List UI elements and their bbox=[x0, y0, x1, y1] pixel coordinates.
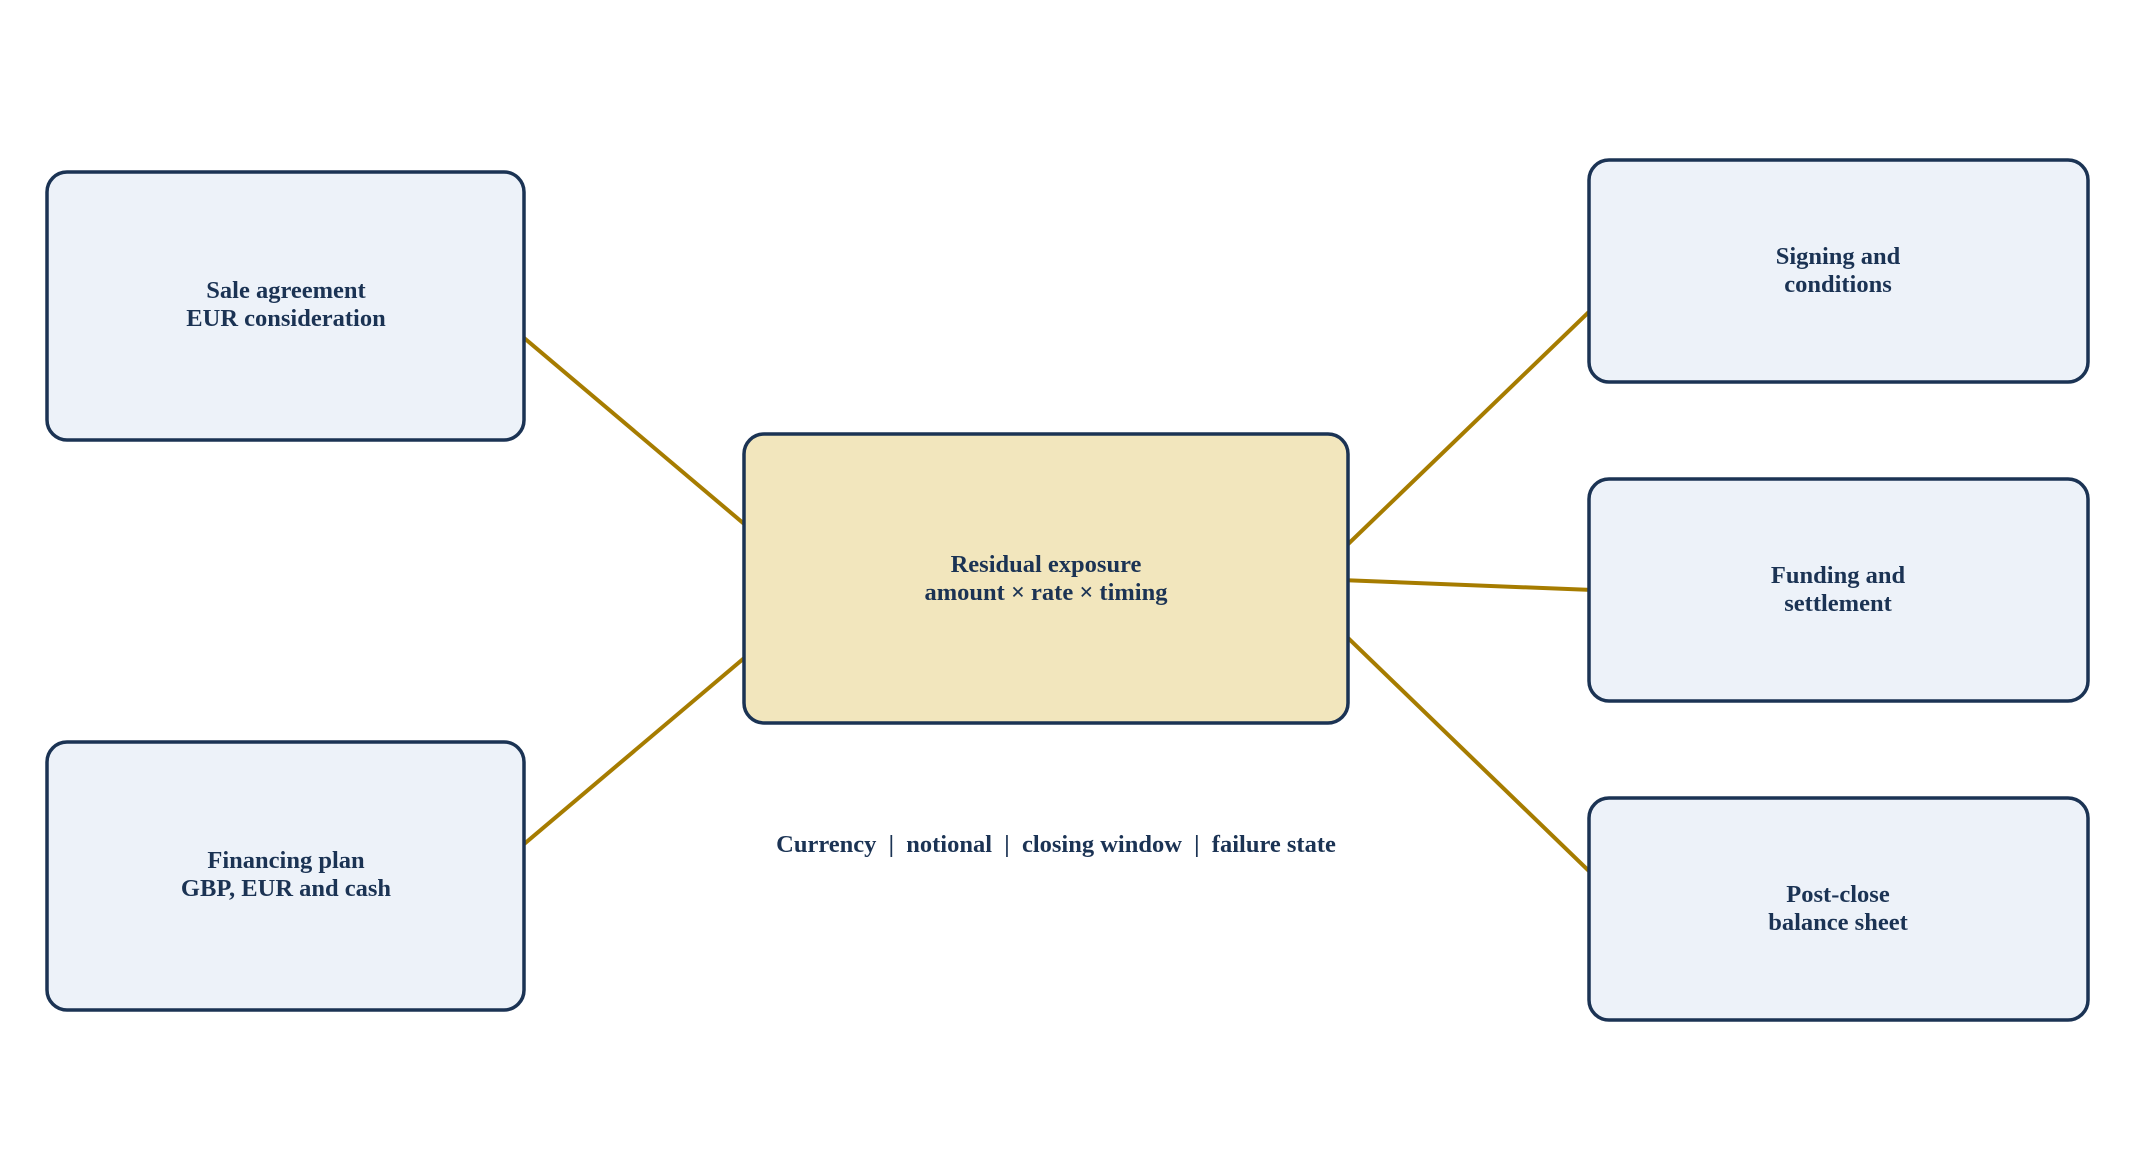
sale-agreement-title: Sale agreement bbox=[206, 277, 366, 304]
post-close-line1: Post-close bbox=[1786, 881, 1890, 908]
signing-conditions-line2: conditions bbox=[1784, 271, 1892, 298]
post-close-balance-sheet-box: Post-close balance sheet bbox=[1587, 796, 2090, 1022]
exposure-factors-caption: Currency | notional | closing window | f… bbox=[776, 831, 1336, 858]
sale-agreement-box: Sale agreement EUR consideration bbox=[45, 170, 526, 442]
arrow-exposure-to-postclose bbox=[1313, 604, 1624, 905]
signing-conditions-line1: Signing and bbox=[1776, 243, 1901, 270]
arrow-sale-to-exposure bbox=[489, 308, 777, 552]
arrow-exposure-to-signing bbox=[1313, 278, 1624, 578]
financing-plan-subtitle: GBP, EUR and cash bbox=[181, 875, 392, 902]
funding-settlement-line1: Funding and bbox=[1771, 562, 1906, 589]
residual-exposure-box: Residual exposure amount × rate × timing bbox=[742, 432, 1350, 725]
residual-exposure-title: Residual exposure bbox=[951, 551, 1142, 578]
post-close-line2: balance sheet bbox=[1768, 909, 1908, 936]
signing-conditions-box: Signing and conditions bbox=[1587, 158, 2090, 384]
exposure-factors-caption-group: Currency | notional | closing window | f… bbox=[776, 831, 1336, 858]
sale-agreement-subtitle: EUR consideration bbox=[186, 305, 386, 332]
arrow-exposure-to-funding bbox=[1314, 577, 1620, 601]
funding-settlement-box: Funding and settlement bbox=[1587, 477, 2090, 703]
funding-settlement-line2: settlement bbox=[1784, 590, 1892, 617]
financing-plan-box: Financing plan GBP, EUR and cash bbox=[45, 740, 526, 1012]
residual-exposure-formula: amount × rate × timing bbox=[925, 579, 1169, 606]
arrow-financing-to-exposure bbox=[489, 630, 777, 874]
financing-plan-title: Financing plan bbox=[207, 847, 365, 874]
